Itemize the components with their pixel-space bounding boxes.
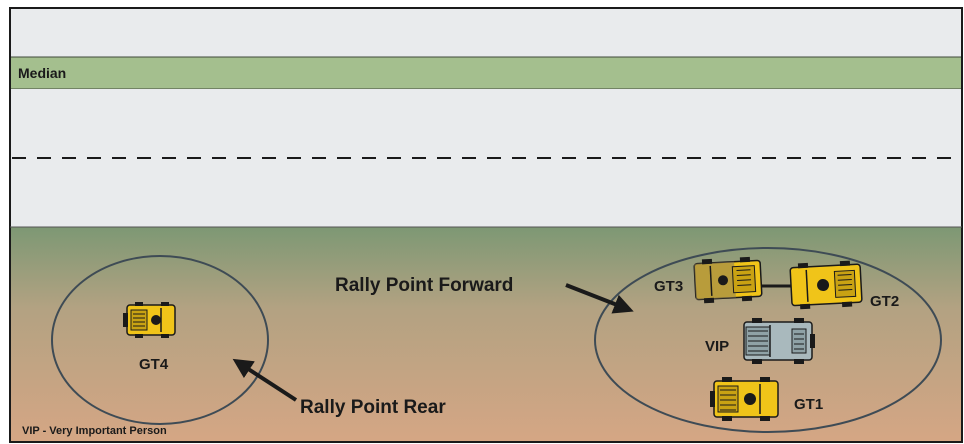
- gt1-label: GT1: [794, 396, 823, 413]
- gt4-vehicle: [123, 302, 176, 338]
- median-strip: [9, 56, 963, 90]
- gt4-label: GT4: [139, 356, 169, 373]
- road-upper: [10, 8, 962, 57]
- rally-rear-arrow: [232, 358, 298, 402]
- gt3-vehicle: [693, 256, 763, 304]
- rally-point-forward-ellipse: [594, 247, 942, 433]
- vip-vehicle: [743, 318, 815, 364]
- gt2-vehicle: [789, 260, 863, 310]
- rally-rear-label: Rally Point Rear: [300, 397, 446, 418]
- frame-border: [9, 7, 963, 443]
- gt2-label: GT2: [870, 293, 899, 310]
- rally-point-rear-ellipse: [51, 255, 269, 425]
- gt1-vehicle: [710, 377, 779, 421]
- gt3-label: GT3: [654, 278, 683, 295]
- legend-vip: VIP - Very Important Person: [22, 425, 167, 437]
- rally-forward-arrow: [565, 283, 634, 314]
- vip-label: VIP: [705, 338, 729, 355]
- median-label: Median: [18, 65, 66, 81]
- rally-forward-label: Rally Point Forward: [335, 275, 513, 296]
